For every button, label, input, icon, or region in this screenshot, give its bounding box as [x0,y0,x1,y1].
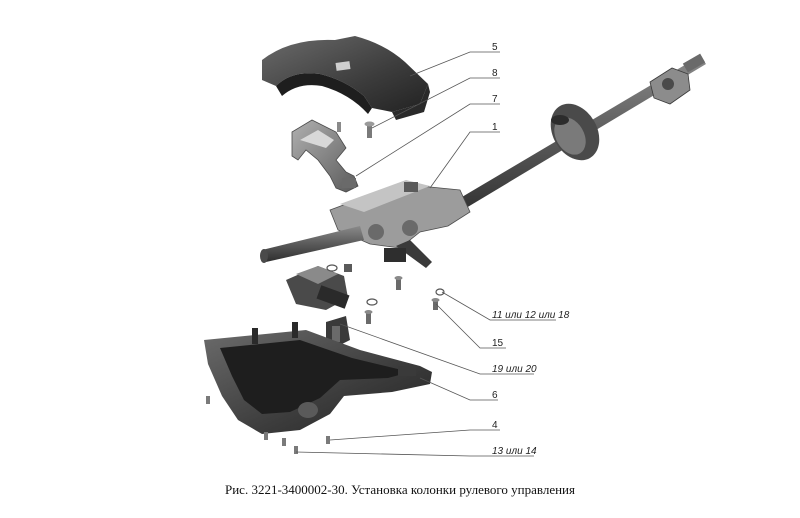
lower-shroud-part-6 [204,322,432,434]
callout-7: 7 [492,94,498,105]
callout-6: 6 [492,390,498,401]
upper-shroud-part-5 [262,36,430,120]
callout-19-20: 19 или 20 [492,364,537,375]
bracket-part-7 [291,119,359,193]
callout-5: 5 [492,42,498,53]
callout-1: 1 [492,122,498,133]
callout-8: 8 [492,68,498,79]
screw-part-8 [337,121,375,138]
callout-4: 4 [492,420,498,431]
callout-labels: 5 8 7 1 11 или 12 или 18 15 19 или 20 6 … [492,42,570,457]
leader-lines [295,51,556,457]
bottom-screws [206,396,330,454]
callout-11-12-18: 11 или 12 или 18 [492,310,570,321]
steering-column-part-1 [260,53,706,268]
fasteners [326,264,445,324]
figure-caption: Рис. 3221-3400002-30. Установка колонки … [225,482,575,497]
callout-13-14: 13 или 14 [492,446,537,457]
callout-15: 15 [492,338,504,349]
